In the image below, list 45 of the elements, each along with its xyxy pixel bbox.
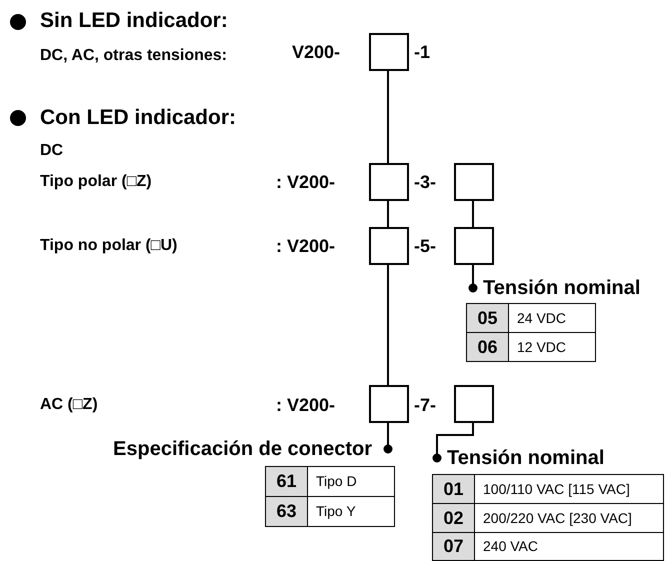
table-cell: Tipo Y xyxy=(307,496,395,527)
table-cell: 07 xyxy=(432,532,475,561)
heading: Sin LED indicador: xyxy=(40,8,228,34)
code-text: : V200- xyxy=(276,394,336,417)
table-cell: 12 VDC xyxy=(508,332,596,362)
row-label: Tipo polar (□Z) xyxy=(40,172,152,192)
table-cell: 61 xyxy=(265,466,308,497)
heading: Con LED indicador: xyxy=(40,105,236,131)
code-text: -7- xyxy=(414,394,436,417)
leader-line xyxy=(384,423,392,454)
code-text: -5- xyxy=(414,235,436,258)
code-text: -1 xyxy=(414,41,430,64)
leader-line xyxy=(472,201,474,227)
table-cell: 24 VDC xyxy=(508,303,596,333)
code-box xyxy=(369,227,409,265)
code-box xyxy=(369,385,409,423)
code-text: : V200- xyxy=(276,235,336,258)
code-box xyxy=(454,163,494,201)
row-label: Tipo no polar (□U) xyxy=(40,236,178,256)
leader-line xyxy=(387,265,389,385)
section-heading: Tensión nominal xyxy=(437,445,637,471)
code-box xyxy=(369,163,409,201)
code-box xyxy=(369,33,409,71)
section-heading: Especificación de conector xyxy=(50,436,388,462)
leader-line xyxy=(432,423,474,462)
leader-line xyxy=(387,201,389,227)
table-cell: 02 xyxy=(432,503,475,533)
code-box xyxy=(454,385,494,423)
row-label: DC, AC, otras tensiones: xyxy=(40,46,227,66)
code-text: : V200- xyxy=(276,171,336,194)
table-cell: 06 xyxy=(466,332,509,362)
table-cell: 240 VAC xyxy=(474,532,664,561)
table-cell: Tipo D xyxy=(307,466,395,497)
code-text: -3- xyxy=(414,171,436,194)
table-cell: 01 xyxy=(432,474,475,504)
row-label: DC xyxy=(40,141,64,161)
leader-line xyxy=(468,265,478,292)
table-cell: 100/110 VAC [115 VAC] xyxy=(474,474,664,504)
row-label: AC (□Z) xyxy=(40,395,98,415)
code-text: V200- xyxy=(292,41,340,64)
table-cell: 05 xyxy=(466,303,509,333)
table-cell: 63 xyxy=(265,496,308,527)
section-heading: Tensión nominal xyxy=(473,275,663,301)
leader-line xyxy=(387,71,389,163)
code-box xyxy=(454,227,494,265)
